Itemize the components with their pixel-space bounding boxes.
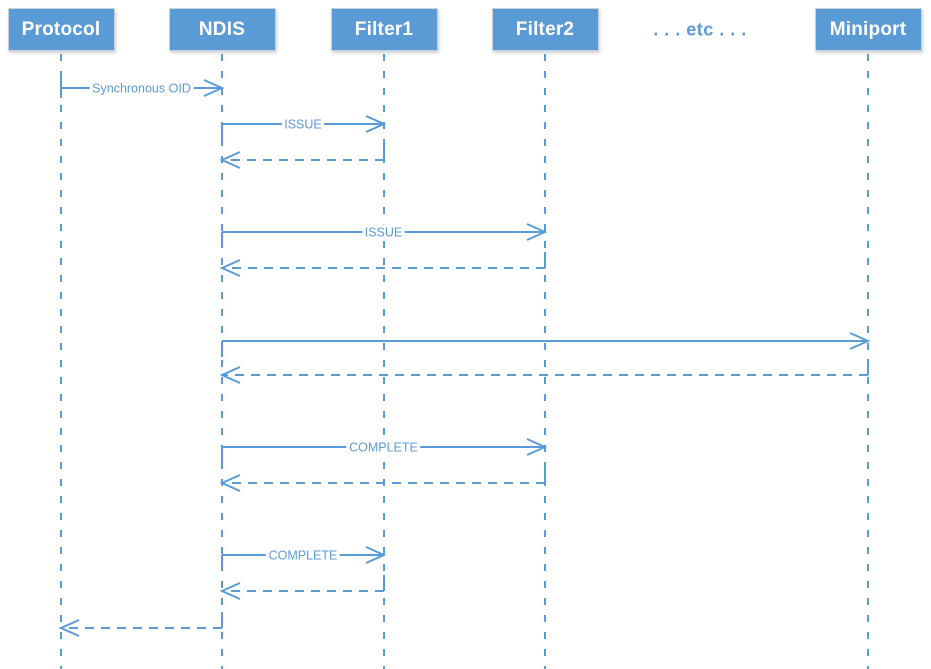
arrowhead-icon xyxy=(203,79,225,97)
message-filter2-to-ndis xyxy=(219,467,546,492)
arrowhead-icon xyxy=(526,223,548,241)
message-protocol-to-ndis: Synchronous OID xyxy=(60,78,225,99)
message-ndis-to-filter2: ISSUE xyxy=(221,222,548,248)
arrowhead-icon xyxy=(526,438,548,456)
message-ndis-to-filter2: COMPLETE xyxy=(221,437,548,463)
arrowhead-icon xyxy=(219,474,241,492)
message-miniport-to-ndis xyxy=(219,359,869,384)
arrowhead-icon xyxy=(219,259,241,277)
message-filter2-to-ndis xyxy=(219,252,546,277)
message-ndis-to-miniport xyxy=(221,332,871,357)
arrowhead-icon xyxy=(58,619,80,637)
arrowhead-icon xyxy=(219,151,241,169)
message-ndis-to-protocol xyxy=(58,612,223,637)
message-filter1-to-ndis xyxy=(219,575,385,600)
message-filter1-to-ndis xyxy=(219,144,385,169)
etc-ellipsis-label: . . . etc . . . xyxy=(653,19,747,39)
actor-box-protocol: Protocol xyxy=(7,8,115,51)
arrowhead-icon xyxy=(365,546,387,564)
actor-box-filter2: Filter2 xyxy=(491,8,599,51)
arrowhead-icon xyxy=(219,582,241,600)
message-ndis-to-filter1: COMPLETE xyxy=(221,545,387,571)
actor-box-filter1: Filter1 xyxy=(330,8,438,51)
message-label: Synchronous OID xyxy=(92,82,191,96)
arrowhead-icon xyxy=(219,366,241,384)
message-label: COMPLETE xyxy=(349,441,418,455)
message-label: ISSUE xyxy=(365,226,403,240)
actor-box-miniport: Miniport xyxy=(814,8,922,51)
arrowhead-icon xyxy=(365,115,387,133)
arrowhead-icon xyxy=(849,332,871,350)
message-label: ISSUE xyxy=(284,118,322,132)
message-label: COMPLETE xyxy=(269,549,338,563)
actor-box-ndis: NDIS xyxy=(168,8,276,51)
message-ndis-to-filter1: ISSUE xyxy=(221,114,387,140)
